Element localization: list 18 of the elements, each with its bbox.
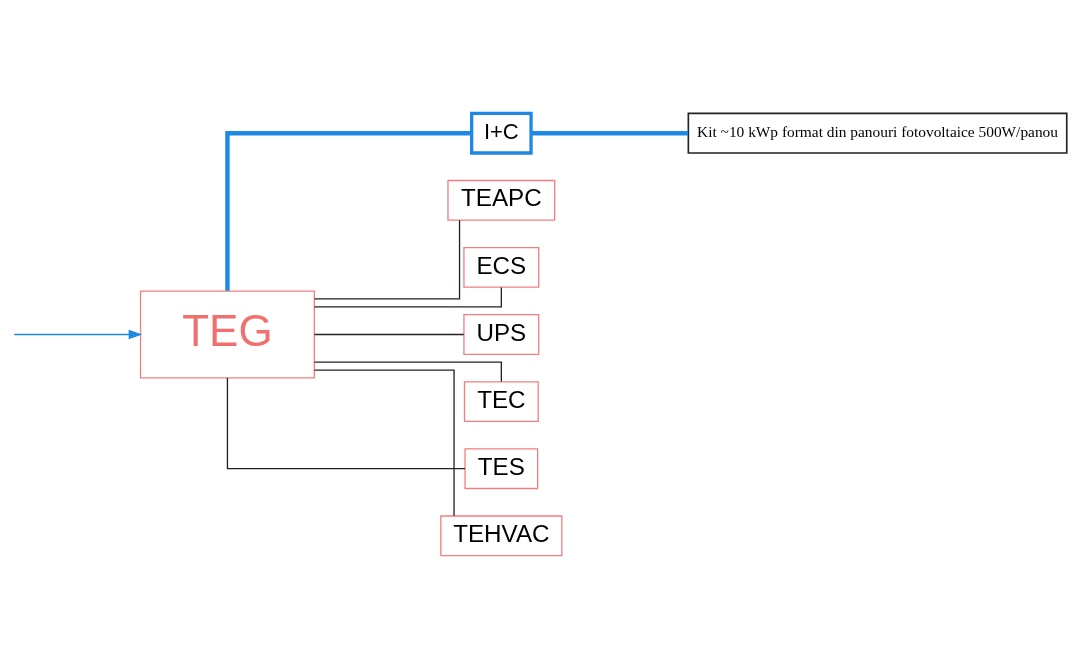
connector: [225, 130, 472, 291]
connector: [531, 130, 689, 135]
connector: [226, 376, 466, 469]
node-box: TES: [464, 447, 539, 489]
node-box: ECS: [463, 246, 540, 288]
node-box: TEAPC: [447, 179, 556, 221]
node-box: TEC: [463, 380, 539, 422]
connector: [313, 368, 455, 516]
node-box: UPS: [463, 313, 540, 355]
node-box: I+C: [470, 111, 533, 155]
node-box: TEG: [139, 289, 315, 379]
connector: [313, 333, 465, 335]
connector: [313, 286, 502, 307]
connector: [313, 219, 461, 300]
connector: [313, 361, 502, 382]
node-box: Kit ~10 kWp format din panouri fotovoltaice 500W/panou: [687, 112, 1068, 154]
arrow: [13, 329, 143, 339]
node-box: TEHVAC: [440, 514, 563, 556]
